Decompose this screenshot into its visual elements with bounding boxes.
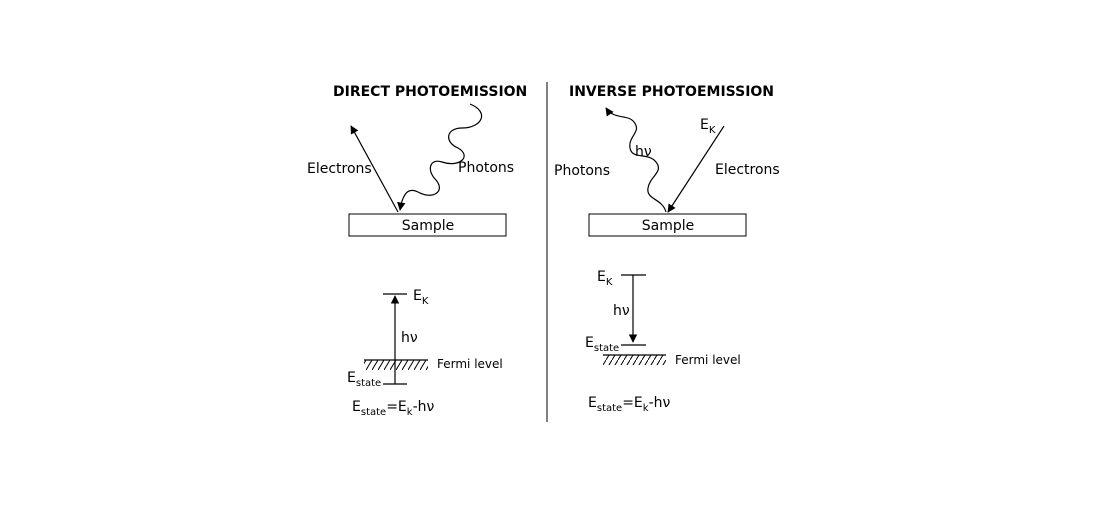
direct-estate-label: Estate (347, 370, 381, 389)
inverse-photons-label: Photons (554, 163, 610, 179)
inverse-ek-top-label: EK (700, 117, 716, 136)
direct-electrons-label: Electrons (307, 161, 372, 177)
direct-sample-label: Sample (402, 218, 455, 234)
direct-title: DIRECT PHOTOEMISSION (333, 84, 527, 100)
direct-equation: Estate=Ek-hν (352, 399, 435, 418)
direct-electron-arrow (350, 125, 399, 213)
inverse-sample-label: Sample (642, 218, 695, 234)
direct-ek-label: EK (413, 288, 429, 307)
direct-hv-label: hν (401, 330, 418, 346)
direct-fermi-hatch (364, 360, 428, 370)
inverse-estate-label: Estate (585, 335, 619, 354)
inverse-photoemission-panel: INVERSE PHOTOEMISSION Photons hν EK Elec… (554, 84, 780, 414)
inverse-electrons-label: Electrons (715, 162, 780, 178)
inverse-fermi-hatch (603, 355, 666, 365)
inverse-sample-box (588, 213, 747, 237)
direct-fermi-label: Fermi level (437, 357, 503, 371)
inverse-photon-wave (605, 107, 667, 213)
inverse-title: INVERSE PHOTOEMISSION (569, 84, 774, 100)
inverse-electron-arrow (667, 125, 725, 213)
direct-sample-box (348, 213, 507, 237)
direct-photoemission-panel: DIRECT PHOTOEMISSION Electrons Photons S… (307, 84, 527, 418)
inverse-hv-wave-label: hν (635, 144, 652, 160)
inverse-equation: Estate=Ek-hν (588, 395, 671, 414)
inverse-ek-label: EK (597, 269, 613, 288)
direct-photon-wave (397, 103, 483, 211)
direct-photons-label: Photons (458, 160, 514, 176)
inverse-fermi-label: Fermi level (675, 353, 741, 367)
inverse-hv-label: hν (613, 303, 630, 319)
